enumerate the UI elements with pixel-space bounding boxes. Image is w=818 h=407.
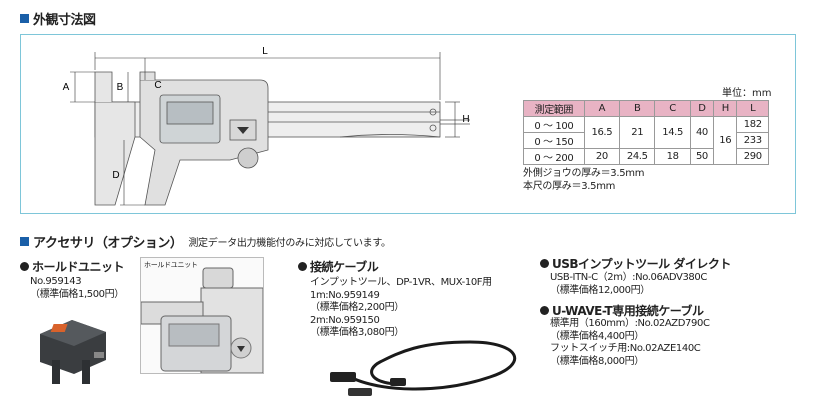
cell-a: 20 xyxy=(583,148,621,165)
header-a: A xyxy=(583,100,621,117)
section-title-accessories-text: アクセサリ（オプション） xyxy=(33,236,183,251)
usb-tool-details: USB-ITN-C（2m）:No.06ADV380C （標準価格12,000円） xyxy=(550,272,707,296)
header-range: 測定範囲 xyxy=(523,100,585,117)
accessories-note: 測定データ出力機能付のみに対応しています。 xyxy=(188,238,391,249)
table-row: 0 〜 200 20 24.5 18 50 290 xyxy=(523,148,769,165)
header-l: L xyxy=(736,100,769,117)
cell-b: 21 xyxy=(619,116,656,149)
cell-a: 16.5 xyxy=(583,116,621,149)
square-bullet-icon xyxy=(20,14,29,23)
hold-unit-details: No.959143 （標準価格1,500円） xyxy=(30,276,124,300)
connection-cable-details: インプットツール、DP-1VR、MUX-10F用 1m:No.959149 （標… xyxy=(310,277,492,338)
hold-unit-image xyxy=(40,320,106,384)
bullet-dot-icon xyxy=(20,262,29,271)
uwave-cable-title: U-WAVE-T専用接続ケーブル xyxy=(540,302,704,319)
dimension-drawing-panel xyxy=(20,34,796,214)
usb-tool-title: USBインプットツール ダイレクト xyxy=(540,255,731,272)
cell-c: 18 xyxy=(654,148,691,165)
cell-range: 0 〜 200 xyxy=(523,148,585,165)
note-beam-thickness: 本尺の厚み＝3.5mm xyxy=(523,181,616,192)
cell-b: 24.5 xyxy=(619,148,656,165)
bullet-dot-icon xyxy=(540,259,549,268)
table-row: 0 〜 100 16.5 21 14.5 40 16 182 xyxy=(523,116,769,165)
label-C: C xyxy=(154,80,161,91)
caliper-drawing: L A B C D H xyxy=(63,46,470,206)
caliper-with-hold-unit-image xyxy=(141,267,263,373)
cell-d: 40 xyxy=(689,116,715,149)
cell-l: 233 xyxy=(736,132,769,149)
section-title-accessories: アクセサリ（オプション） 測定データ出力機能付のみに対応しています。 xyxy=(20,232,391,251)
note-jaw-thickness: 外側ジョウの厚み＝3.5mm xyxy=(523,168,645,179)
label-D: D xyxy=(112,170,119,181)
header-b: B xyxy=(619,100,656,117)
square-bullet-icon xyxy=(20,237,29,246)
spec-table-header-row: 測定範囲 A B C D H L xyxy=(523,100,769,117)
hold-unit-photo-label: ホールドユニット xyxy=(144,261,198,269)
hold-unit-photo: ホールドユニット xyxy=(140,257,264,374)
label-H: H xyxy=(462,114,469,125)
cell-range: 0 〜 100 xyxy=(523,116,585,133)
connection-cable-image xyxy=(330,340,516,396)
header-h: H xyxy=(713,100,738,117)
header-c: C xyxy=(654,100,691,117)
bullet-dot-icon xyxy=(298,262,307,271)
cell-c: 14.5 xyxy=(654,116,691,149)
unit-label: 単位：mm xyxy=(722,88,772,99)
label-A: A xyxy=(63,82,70,93)
label-B: B xyxy=(117,82,124,93)
label-L: L xyxy=(262,46,268,57)
cell-h: 16 xyxy=(713,116,738,165)
section-title-dimensions: 外観寸法図 xyxy=(20,9,96,28)
cell-range: 0 〜 150 xyxy=(523,132,585,149)
cell-d: 50 xyxy=(689,148,715,165)
hold-unit-title: ホールドユニット xyxy=(20,258,125,275)
spec-notes: 外側ジョウの厚み＝3.5mm 本尺の厚み＝3.5mm xyxy=(523,167,644,193)
cell-l: 182 xyxy=(736,116,769,133)
cell-l: 290 xyxy=(736,148,769,165)
header-d: D xyxy=(689,100,715,117)
table-row: 0 〜 150 233 xyxy=(523,132,769,149)
uwave-cable-details: 標準用（160mm）:No.02AZD790C （標準価格4,400円） フット… xyxy=(550,318,710,367)
bullet-dot-icon xyxy=(540,306,549,315)
connection-cable-title: 接続ケーブル xyxy=(298,258,379,275)
section-title-dimensions-text: 外観寸法図 xyxy=(33,13,96,28)
spec-table: 測定範囲 A B C D H L 0 〜 100 16.5 21 14.5 40… xyxy=(523,100,769,165)
